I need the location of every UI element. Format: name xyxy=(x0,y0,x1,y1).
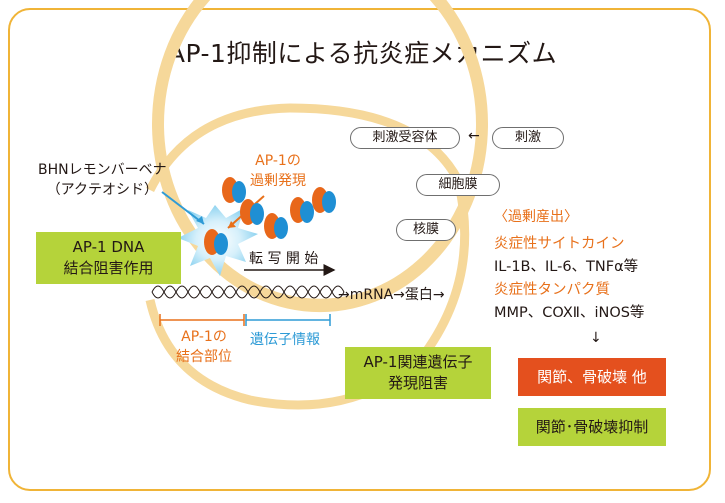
mrna-protein-flow: →mRNA→蛋白→ xyxy=(338,287,445,303)
diagram-title: AP-1抑制による抗炎症メカニズム xyxy=(167,39,558,68)
ap1-dna-binding-inhibition-box: AP-1 DNA 結合阻害作用 xyxy=(36,232,181,284)
stimulus-arrow: ← xyxy=(468,128,480,144)
bhn-pointer-arrow xyxy=(161,191,205,225)
ap1-molecule-group xyxy=(204,177,336,255)
joint-bone-destruction-suppression-box: 関節･骨破壊抑制 xyxy=(518,408,666,446)
ap1-binding-site-label: AP-1の 結合部位 xyxy=(176,329,232,365)
stimulus-pill: 刺激 xyxy=(492,127,564,149)
nuclear-membrane-pill: 核膜 xyxy=(396,219,456,241)
inflammatory-cytokine-label: 炎症性サイトカイン xyxy=(494,236,625,252)
bhn-lemon-verbena-label: BHNレモンバーベナ （アクテオシド） xyxy=(38,162,167,198)
cytokine-list: IL-1B、IL-6、TNFα等 xyxy=(494,259,639,275)
cell-membrane-ring xyxy=(152,0,488,313)
nucleus-outline xyxy=(145,103,470,410)
protein-list: MMP、COXⅡ、iNOS等 xyxy=(494,305,645,321)
cell-membrane-pill: 細胞膜 xyxy=(416,174,500,196)
dna-helix xyxy=(151,285,345,299)
joint-bone-destruction-box: 関節、骨破壊 他 xyxy=(518,358,666,396)
down-arrow: ↓ xyxy=(590,330,602,346)
ap1-gene-expression-inhibition-box: AP-1関連遺伝子 発現阻害 xyxy=(345,347,491,399)
outer-frame xyxy=(8,8,711,491)
overproduction-header: 〈過剰産出〉 xyxy=(494,209,578,225)
inflammatory-protein-label: 炎症性タンパク質 xyxy=(494,282,610,298)
gene-info-bracket xyxy=(245,314,331,326)
binding-site-bracket xyxy=(159,314,245,326)
gene-information-label: 遺伝子情報 xyxy=(250,332,320,348)
stimulus-receptor-pill: 刺激受容体 xyxy=(350,127,460,149)
transcription-start-label: 転 写 開 始 xyxy=(249,251,319,267)
ap1-overexpression-label: AP-1の 過剰発現 xyxy=(250,153,306,189)
